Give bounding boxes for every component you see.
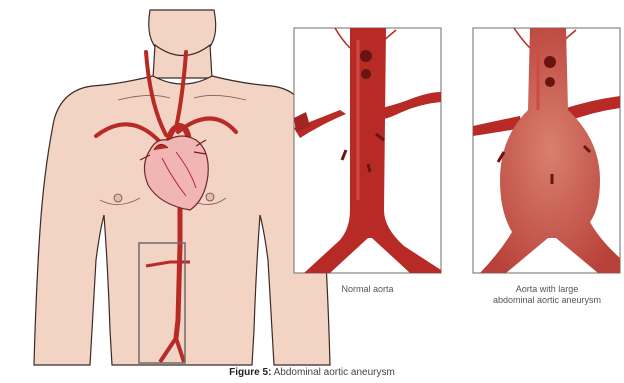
- aneurysm-aorta-panel: [473, 28, 620, 273]
- torso-illustration: [34, 10, 330, 365]
- caption-text: Abdominal aortic aneurysm: [274, 367, 395, 378]
- caption-prefix: Figure 5:: [229, 367, 271, 378]
- normal-aorta-label: Normal aorta: [294, 284, 441, 295]
- normal-aorta-panel: [294, 28, 441, 273]
- figure-caption: Figure 5: Abdominal aortic aneurysm: [0, 367, 624, 378]
- aneurysm-aorta-label: Aorta with large abdominal aortic aneury…: [460, 284, 624, 306]
- left-nipple: [114, 194, 122, 202]
- right-nipple: [206, 193, 214, 201]
